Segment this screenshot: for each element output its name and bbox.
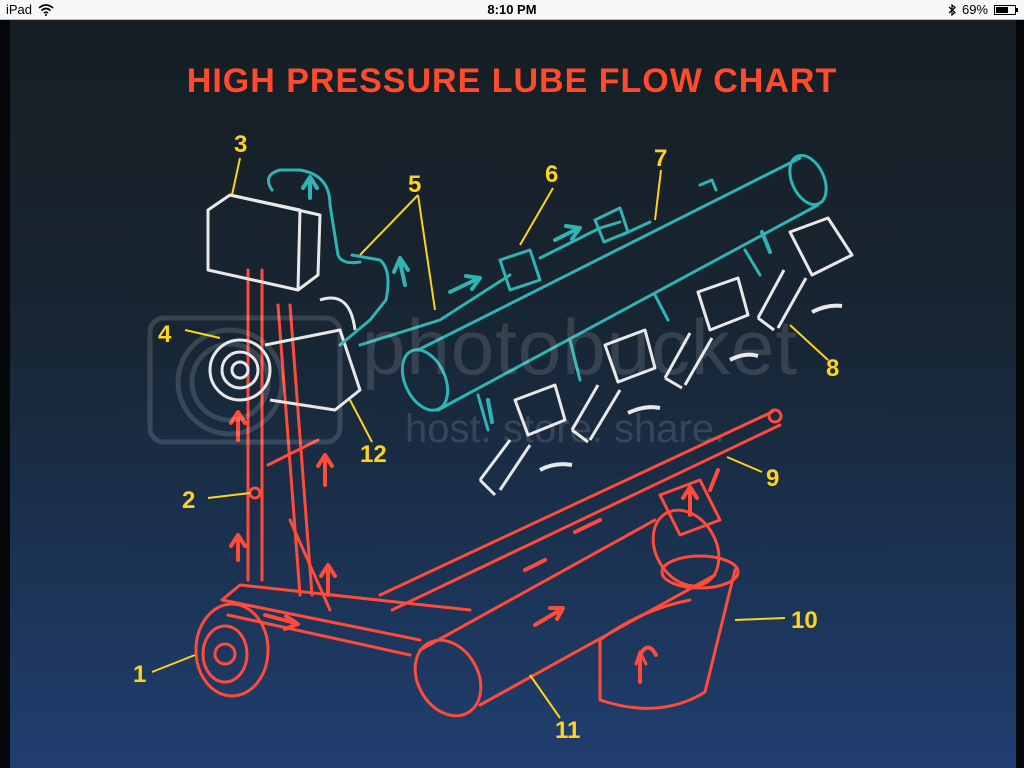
high-pressure-hoses bbox=[266, 168, 652, 347]
status-right: 69% bbox=[948, 2, 1024, 17]
photo-viewer[interactable] bbox=[0, 20, 1024, 768]
callout-10: 10 bbox=[791, 607, 818, 634]
injector-1 bbox=[478, 383, 567, 497]
bluetooth-icon bbox=[948, 3, 956, 16]
engine-components bbox=[206, 193, 854, 497]
callout-2: 2 bbox=[182, 487, 195, 514]
oil-filter bbox=[598, 554, 740, 710]
injector-2 bbox=[570, 328, 657, 444]
callout-6: 6 bbox=[545, 161, 558, 188]
frame bbox=[194, 518, 472, 698]
return-gallery bbox=[378, 408, 783, 612]
watermark-tagline: host. store. share. bbox=[405, 407, 726, 451]
photobucket-camera-icon bbox=[147, 315, 343, 445]
diagram-title: HIGH PRESSURE LUBE FLOW CHART bbox=[186, 62, 838, 100]
battery-level bbox=[996, 6, 1009, 13]
callout-3: 3 bbox=[234, 131, 247, 158]
oil-sump bbox=[413, 508, 721, 718]
battery-percent: 69% bbox=[961, 2, 988, 17]
callout-4: 4 bbox=[158, 321, 172, 348]
callout-8: 8 bbox=[826, 355, 839, 382]
supply-tubes bbox=[246, 268, 320, 597]
callout-5: 5 bbox=[408, 171, 421, 198]
injector-4 bbox=[756, 216, 854, 332]
high-pressure-flow-arrows bbox=[301, 175, 772, 424]
battery-icon bbox=[994, 4, 1018, 15]
callout-leaders bbox=[151, 157, 829, 719]
oil-reservoir bbox=[206, 193, 322, 292]
callout-9: 9 bbox=[766, 465, 779, 492]
injector-3 bbox=[663, 276, 750, 390]
device-name: iPad bbox=[6, 2, 33, 17]
watermark-brand: photobucket bbox=[362, 303, 799, 391]
callout-7: 7 bbox=[654, 145, 667, 172]
injector-feed-lines bbox=[476, 248, 762, 432]
high-pressure-system bbox=[266, 153, 828, 432]
low-pressure-flow-arrows bbox=[229, 410, 720, 631]
status-left: iPad bbox=[0, 2, 54, 17]
low-pressure-system bbox=[194, 268, 783, 718]
high-pressure-rail bbox=[400, 153, 828, 412]
callout-labels: 1 2 3 4 5 6 7 8 9 10 11 12 bbox=[133, 131, 839, 744]
high-pressure-pump bbox=[208, 296, 362, 412]
injector-return-arrows bbox=[539, 303, 843, 472]
wifi-icon bbox=[38, 3, 54, 16]
callout-12: 12 bbox=[360, 441, 387, 468]
callout-11: 11 bbox=[555, 717, 580, 744]
callout-1: 1 bbox=[133, 661, 146, 688]
